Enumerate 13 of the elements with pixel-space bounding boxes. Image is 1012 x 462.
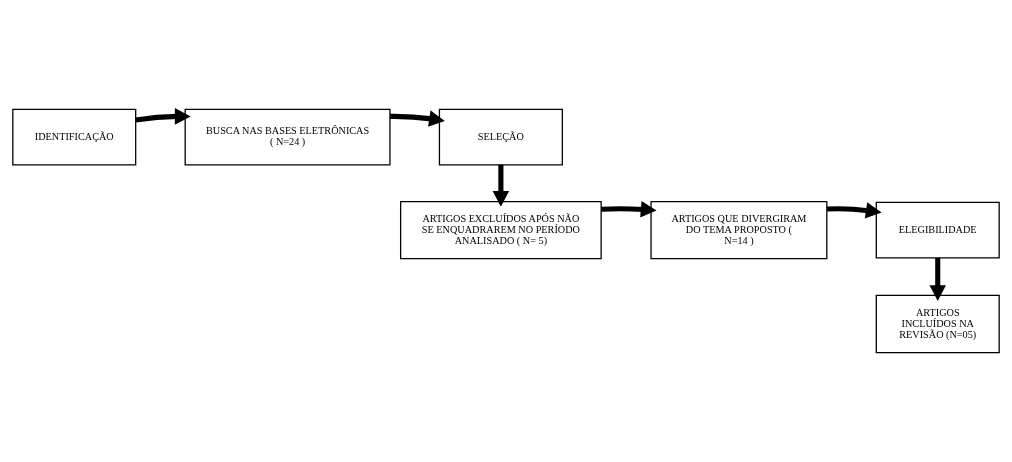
arrow bbox=[601, 201, 657, 218]
arrow bbox=[135, 108, 191, 125]
arrow bbox=[929, 257, 946, 301]
node-box: SELEÇÃO bbox=[438, 108, 563, 166]
node-box: ARTIGOS QUE DIVERGIRAM DO TEMA PROPOSTO ( N=14 ) bbox=[650, 200, 828, 260]
arrow bbox=[826, 202, 882, 219]
node-box: ARTIGOS INCLUÍDOS NA REVISÃO (N=05) bbox=[875, 294, 1000, 354]
arrow bbox=[390, 110, 445, 127]
node-box: ARTIGOS EXCLUÍDOS APÓS NÃO SE ENQUADRAREM NO PERÍODO ANALISADO ( N= 5) bbox=[400, 200, 602, 260]
node-box: ELEGIBILIDADE bbox=[875, 201, 1000, 259]
arrow bbox=[492, 164, 510, 207]
node-box: IDENTIFICAÇÃO bbox=[12, 108, 137, 166]
node-box: BUSCA NAS BASES ELETRÔNICAS ( N=24 ) bbox=[184, 108, 391, 166]
